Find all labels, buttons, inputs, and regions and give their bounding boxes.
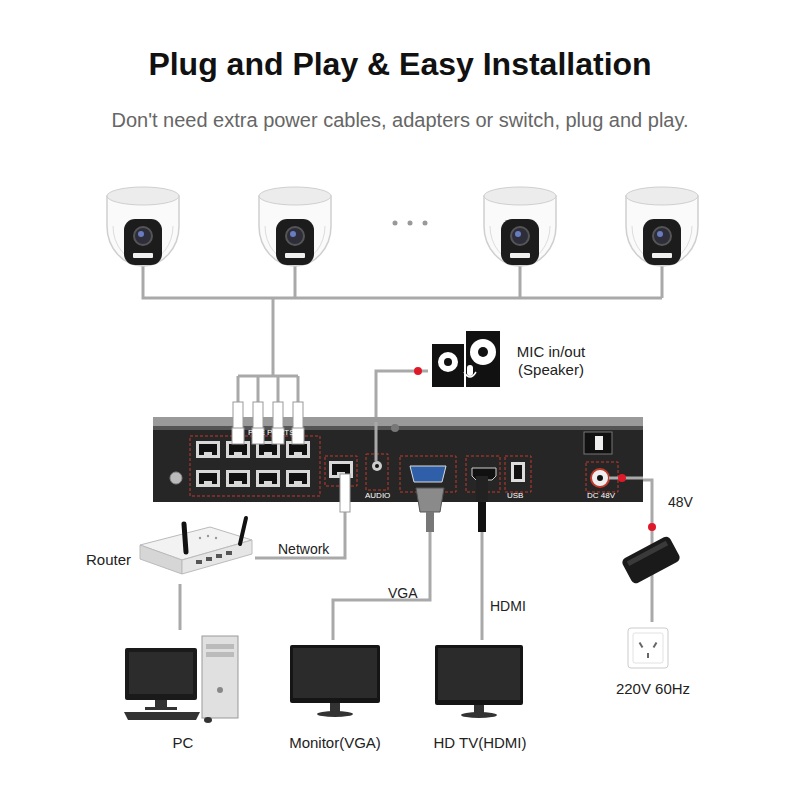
ellipsis-dot [408, 221, 413, 226]
ellipsis-dot [393, 221, 398, 226]
edge-label: Network [278, 541, 329, 557]
node-label: AUDIO [365, 491, 390, 501]
node-label: USB [507, 491, 523, 501]
camera [259, 187, 331, 266]
edge-label: HDMI [490, 598, 526, 614]
node-label: 220V 60Hz [598, 680, 708, 698]
red-dot [414, 367, 422, 375]
cable-connector [179, 584, 182, 630]
cable-connector [651, 590, 654, 622]
node-label: MIC in/out (Speaker) [510, 343, 592, 379]
node-label: Monitor(VGA) [270, 734, 400, 752]
tv-node: HD TV(HDMI) [420, 640, 540, 752]
wall-outlet [628, 628, 668, 668]
cable-connector [255, 502, 345, 558]
cable [376, 422, 643, 478]
node-label: Router [86, 551, 131, 569]
router-icon [140, 518, 252, 574]
camera-wire [143, 266, 662, 402]
outlet-node: 220V 60Hz [598, 622, 708, 700]
monitor-icon [290, 645, 380, 717]
camera [626, 187, 698, 266]
adapter-node: 48V [620, 506, 710, 590]
camera [484, 187, 556, 266]
node-label: DC 48V [587, 491, 615, 501]
node-label: HD TV(HDMI) [420, 734, 540, 752]
pc-node: PC [118, 630, 248, 752]
edge-label: VGA [388, 585, 418, 601]
monitor-node: Monitor(VGA) [270, 640, 400, 752]
cable-connector [333, 502, 430, 640]
nvr-body [153, 417, 643, 502]
speaker-icon [432, 331, 500, 387]
camera [107, 187, 179, 266]
cable-connector [376, 371, 428, 422]
cable-connector [643, 480, 652, 506]
router-node: Router [80, 518, 255, 584]
title: Plug and Play & Easy Installation [0, 46, 800, 83]
nvr-node: POE PORTS AUDIO USB DC 48V [153, 422, 643, 502]
ellipsis-dot [423, 221, 428, 226]
node-label: PC [118, 734, 248, 752]
hdmi-plug [476, 476, 488, 532]
power-adapter [621, 535, 682, 585]
ethernet-plug [340, 474, 350, 512]
node-label: 48V [668, 494, 693, 511]
subtitle: Don't need extra power cables, adapters … [110, 108, 690, 133]
speaker-node: MIC in/out (Speaker) [428, 330, 600, 388]
red-dot [618, 474, 626, 482]
red-dot [648, 523, 656, 531]
tv-icon [435, 645, 523, 718]
node-label: POE PORTS [248, 428, 295, 438]
pc-icon [124, 636, 238, 723]
vga-plug [416, 488, 444, 532]
ethernet-plug [232, 402, 304, 444]
